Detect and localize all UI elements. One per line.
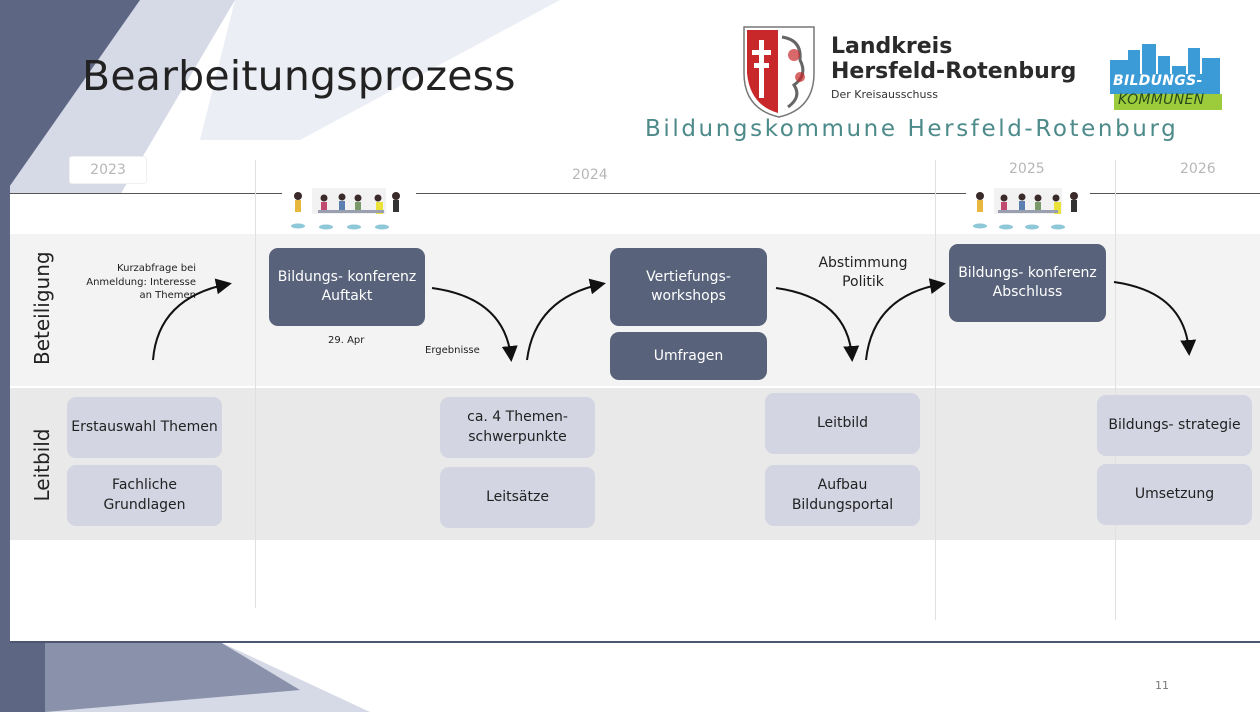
umfragen-box: Umfragen xyxy=(610,332,767,380)
bildungsportal-box: Aufbau Bildungsportal xyxy=(765,465,920,526)
landkreis-line1: Landkreis xyxy=(831,34,953,59)
konferenz-auftakt-box: Bildungs- konferenz Auftakt xyxy=(269,248,425,326)
empty-band xyxy=(10,540,1260,642)
bottom-rule xyxy=(10,641,1260,643)
fachliche-grundlagen-box: Fachliche Grundlagen xyxy=(67,465,222,526)
bildungskommunen-line2: KOMMUNEN xyxy=(1118,92,1205,108)
left-border xyxy=(0,0,10,712)
year-2023: 2023 xyxy=(70,157,146,183)
people-meeting-illustration xyxy=(966,184,1090,232)
bildungsstrategie-box: Bildungs- strategie xyxy=(1097,395,1252,456)
date-auftakt: 29. Apr xyxy=(328,335,365,346)
landkreis-line3: Der Kreisausschuss xyxy=(831,88,938,101)
landkreis-line2: Hersfeld-Rotenburg xyxy=(831,59,1077,84)
timeline-line-2 xyxy=(416,193,966,194)
timeline-line-1 xyxy=(10,193,282,194)
vertiefungsworkshops-box: Vertiefungs- workshops xyxy=(610,248,767,326)
curved-arrow-icon xyxy=(526,278,606,361)
umsetzung-box: Umsetzung xyxy=(1097,464,1252,525)
erstauswahl-themen-box: Erstauswahl Themen xyxy=(67,397,222,458)
bildungskommunen-line1: BILDUNGS- xyxy=(1113,73,1203,89)
themenschwerpunkte-box: ca. 4 Themen- schwerpunkte xyxy=(440,397,595,458)
curved-arrow-icon xyxy=(1113,281,1197,356)
year-2025: 2025 xyxy=(1009,161,1045,177)
abstimmung-politik-label: Abstimmung Politik xyxy=(818,255,908,290)
city-skyline-icon xyxy=(1110,44,1222,110)
curved-arrow-icon xyxy=(775,287,860,362)
divider-2025-2026 xyxy=(1115,160,1116,620)
konferenz-abschluss-box: Bildungs- konferenz Abschluss xyxy=(949,244,1106,322)
year-2026: 2026 xyxy=(1180,161,1216,177)
leitsaetze-box: Leitsätze xyxy=(440,467,595,528)
ergebnisse-label: Ergebnisse xyxy=(425,345,480,356)
curved-arrow-icon xyxy=(865,278,946,361)
slide-title: Bearbeitungsprozess xyxy=(82,52,516,100)
leitbild-box: Leitbild xyxy=(765,393,920,454)
coat-of-arms-icon xyxy=(743,26,815,118)
timeline-line-3 xyxy=(1090,193,1260,194)
year-2024: 2024 xyxy=(572,167,608,183)
curved-arrow-icon xyxy=(152,278,232,361)
curved-arrow-icon xyxy=(431,287,518,362)
people-meeting-illustration xyxy=(282,184,416,232)
divider-2023-2024 xyxy=(255,160,256,608)
page-number: 11 xyxy=(1155,679,1169,692)
kurzabfrage-text: Kurzabfrage bei Anmeldung: Interesse an … xyxy=(86,263,196,301)
subtitle: Bildungskommune Hersfeld-Rotenburg xyxy=(645,116,1179,142)
divider-2024-2025 xyxy=(935,160,936,620)
